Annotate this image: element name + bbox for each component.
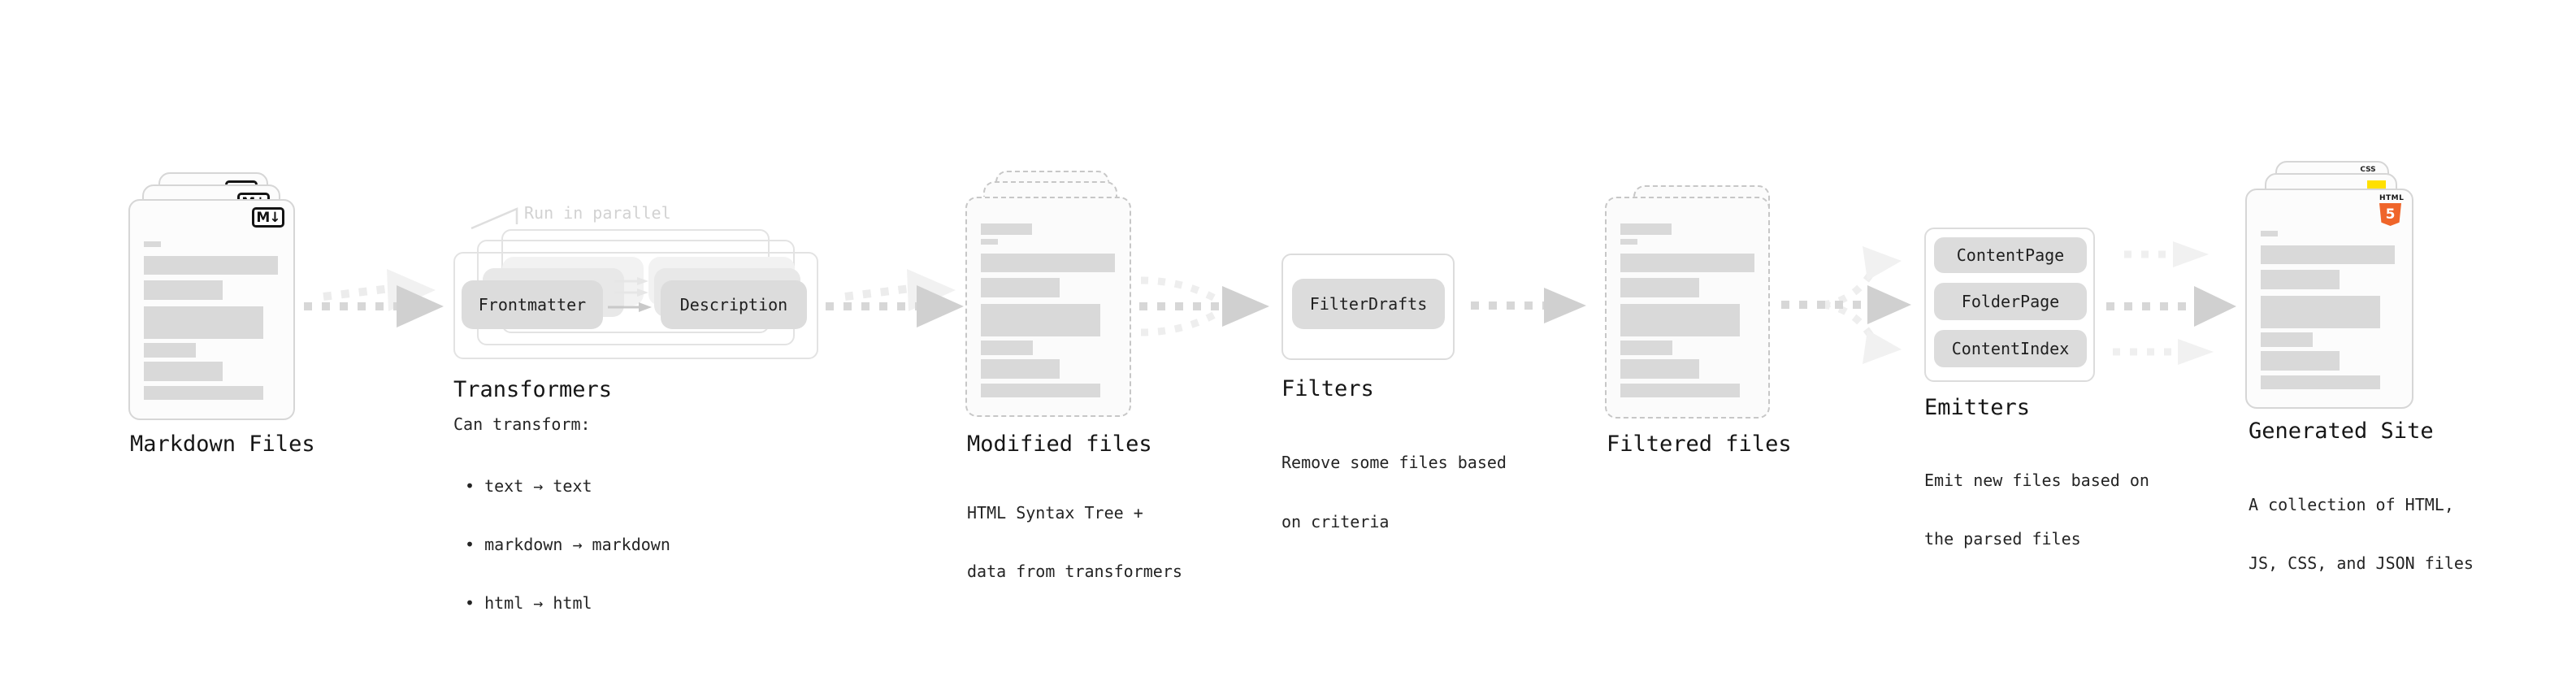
transformers-bullet-list: • text → text • markdown → markdown • ht… xyxy=(465,437,670,652)
text-line-placeholder xyxy=(981,223,1032,235)
text-line-placeholder xyxy=(144,362,223,381)
generated-site-note: A collection of HTML, JS, CSS, and JSON … xyxy=(2249,456,2474,612)
description-chip: Description xyxy=(661,280,807,329)
file-card-front xyxy=(965,197,1131,417)
arrow-emitters-to-generated xyxy=(2106,241,2236,365)
text-line-placeholder xyxy=(1620,340,1672,355)
arrow-transformers-to-modified xyxy=(826,269,964,327)
file-card-front: HTML 5 xyxy=(2245,189,2413,409)
text-line-placeholder xyxy=(144,241,161,247)
text-line-placeholder xyxy=(2261,296,2380,328)
note-line: Remove some files based xyxy=(1281,453,1507,472)
arrow-filtered-to-emitters xyxy=(1781,246,1911,364)
filter-drafts-chip: FilterDrafts xyxy=(1292,279,1445,329)
text-line-placeholder xyxy=(2261,375,2380,389)
text-line-placeholder xyxy=(1620,359,1699,379)
bullet-item: • text → text xyxy=(465,476,592,496)
text-line-placeholder xyxy=(144,306,263,339)
stage-label-emitters: Emitters xyxy=(1924,395,2031,420)
text-line-placeholder xyxy=(981,278,1060,297)
text-line-placeholder xyxy=(2261,245,2395,264)
arrow-filters-to-filtered xyxy=(1471,288,1586,323)
note-line: data from transformers xyxy=(967,562,1182,581)
text-line-placeholder xyxy=(2261,231,2278,236)
note-line: HTML Syntax Tree + xyxy=(967,503,1143,523)
text-line-placeholder xyxy=(981,239,998,245)
text-line-placeholder xyxy=(1620,223,1672,235)
stage-label-markdown-files: Markdown Files xyxy=(130,432,315,457)
bullet-item: • markdown → markdown xyxy=(465,535,670,554)
text-line-placeholder xyxy=(981,359,1060,379)
text-line-placeholder xyxy=(981,340,1033,355)
stage-label-filtered-files: Filtered files xyxy=(1607,432,1792,457)
run-in-parallel-callout: Run in parallel xyxy=(524,203,671,223)
text-line-placeholder xyxy=(981,384,1100,397)
note-line: JS, CSS, and JSON files xyxy=(2249,553,2474,573)
bullet-item: • html → html xyxy=(465,593,592,613)
filters-note: Remove some files based on criteria xyxy=(1281,414,1507,571)
text-line-placeholder xyxy=(144,386,263,400)
note-line: on criteria xyxy=(1281,512,1390,531)
emitters-note: Emit new files based on the parsed files xyxy=(1924,432,2149,588)
note-line: Emit new files based on xyxy=(1924,471,2149,490)
text-line-placeholder xyxy=(2261,332,2313,347)
callout-leader-line xyxy=(471,207,518,230)
frontmatter-chip: Frontmatter xyxy=(462,280,603,329)
text-line-placeholder xyxy=(2261,351,2340,371)
text-line-placeholder xyxy=(1620,384,1740,397)
file-card-front: M↓ xyxy=(128,199,295,420)
stage-label-generated-site: Generated Site xyxy=(2249,419,2434,444)
content-page-chip: ContentPage xyxy=(1934,237,2087,273)
text-line-placeholder xyxy=(1620,239,1637,245)
stage-label-filters: Filters xyxy=(1281,376,1374,401)
stage-label-modified-files: Modified files xyxy=(967,432,1152,457)
text-line-placeholder xyxy=(981,304,1100,336)
text-line-placeholder xyxy=(144,343,196,358)
transformers-note-heading: Can transform: xyxy=(453,414,591,434)
arrow-modified-to-filters xyxy=(1139,276,1269,336)
js-file-icon xyxy=(2367,180,2386,190)
parallel-transform-arrows xyxy=(608,277,652,312)
note-line: the parsed files xyxy=(1924,529,2081,549)
transformer-box-front xyxy=(453,252,818,359)
folder-page-chip: FolderPage xyxy=(1934,283,2087,320)
content-index-chip: ContentIndex xyxy=(1934,330,2087,367)
html5-icon: HTML 5 xyxy=(2379,194,2404,226)
note-line: A collection of HTML, xyxy=(2249,495,2454,514)
text-line-placeholder xyxy=(144,256,278,275)
text-line-placeholder xyxy=(144,280,223,300)
text-line-placeholder xyxy=(2261,270,2340,289)
modified-files-note: HTML Syntax Tree + data from transformer… xyxy=(967,464,1182,620)
markdown-icon: M↓ xyxy=(252,207,284,228)
file-card-front xyxy=(1605,197,1770,419)
arrow-markdown-to-transformers xyxy=(304,269,444,327)
text-line-placeholder xyxy=(1620,278,1699,297)
stage-label-transformers: Transformers xyxy=(453,377,613,402)
text-line-placeholder xyxy=(981,254,1115,272)
text-line-placeholder xyxy=(1620,304,1740,336)
text-line-placeholder xyxy=(1620,254,1754,272)
